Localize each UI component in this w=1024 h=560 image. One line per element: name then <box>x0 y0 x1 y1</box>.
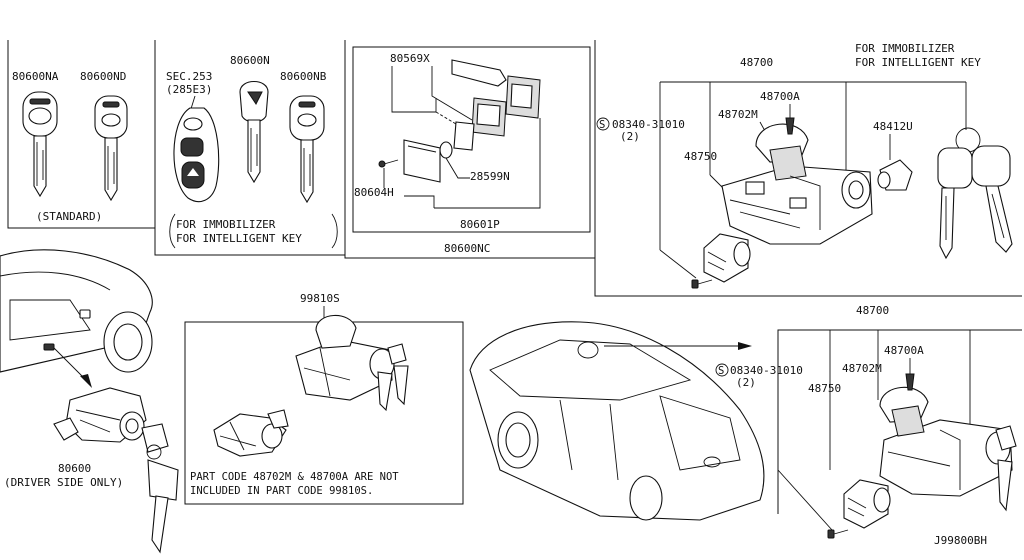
screw-part-top: 08340-31010 <box>612 118 685 131</box>
driver-door-cylinder <box>53 387 179 554</box>
door-cylinder-48750-top <box>703 233 751 283</box>
standard-keys-panel: 80600NA 80600ND (STANDARD) <box>12 70 128 223</box>
part-label-80600nd: 80600ND <box>80 70 126 83</box>
caption-standard: (STANDARD) <box>36 210 102 223</box>
section-ref-sub: (285E3) <box>166 83 212 96</box>
key-kit-panel: 80569X 28599N 80604H 80601P 80600NC <box>354 52 541 255</box>
s-mark-top: S <box>599 119 605 131</box>
part-label-80601p: 80601P <box>460 218 500 231</box>
part-label-48750-top: 48750 <box>684 150 717 163</box>
steering-lock-48700-bottom <box>879 386 1017 512</box>
part-label-48702m-top: 48702M <box>718 108 758 121</box>
key-80600nd <box>94 95 128 202</box>
part-label-48702m-bottom: 48702M <box>842 362 882 375</box>
note-immobilizer: FOR IMMOBILIZER <box>176 218 276 231</box>
part-label-80604h: 80604H <box>354 186 394 199</box>
part-label-48700a-top: 48700A <box>760 90 800 103</box>
part-label-80569x: 80569X <box>390 52 430 65</box>
emergency-key-blade <box>451 59 507 87</box>
part-label-48700a-bottom: 48700A <box>884 344 924 357</box>
door-cylinder-48750-bottom <box>843 479 891 529</box>
bottom-right-lock-panel: 48700 48700A 48702M 48750 S 08340-31010 … <box>715 304 1017 539</box>
part-label-48750-bottom: 48750 <box>808 382 841 395</box>
note-intelligent-key-tr: FOR INTELLIGENT KEY <box>855 56 981 69</box>
section-ref-label: SEC.253 <box>166 70 212 83</box>
part-label-28599n: 28599N <box>470 170 510 183</box>
intelligent-key-fob <box>173 107 220 203</box>
set-note-line-1: PART CODE 48702M & 48700A ARE NOT <box>190 471 399 483</box>
note-immobilizer-tr: FOR IMMOBILIZER <box>855 42 955 55</box>
ignition-knob-48412u <box>877 159 913 191</box>
part-label-80600nb: 80600NB <box>280 70 327 83</box>
part-label-99810s: 99810S <box>300 292 340 305</box>
car-side-view <box>0 249 153 388</box>
diagram-code: J99800BH <box>934 534 987 547</box>
part-label-48700-bottom: 48700 <box>856 304 889 317</box>
part-label-80600n: 80600N <box>230 54 270 67</box>
screw-part-bottom: 08340-31010 <box>730 364 803 377</box>
key-pair-top <box>937 127 1013 260</box>
s-mark-bottom: S <box>718 365 724 377</box>
lock-screw-48700a-bottom <box>905 373 915 391</box>
screw-qty-top: (2) <box>620 130 640 143</box>
lock-set-panel: 99810S PART CODE 48702M & 48700A ARE NOT… <box>190 292 409 497</box>
mounting-screw-top <box>691 279 713 289</box>
case-screw <box>378 159 399 168</box>
set-note-line-2: INCLUDED IN PART CODE 99810S. <box>190 485 373 497</box>
part-label-48700-top: 48700 <box>740 56 773 69</box>
o-ring <box>439 141 453 159</box>
mounting-screw-bottom <box>827 529 849 539</box>
set-steering-lock <box>295 314 409 412</box>
caption-driver-side: (DRIVER SIDE ONLY) <box>4 476 123 489</box>
key-80600na <box>22 91 58 198</box>
screw-qty-bottom: (2) <box>736 376 756 389</box>
car-rear-view <box>469 321 765 521</box>
transponder-chip <box>453 121 475 151</box>
part-label-80600: 80600 <box>58 462 91 475</box>
key-80600n <box>239 80 269 184</box>
part-label-80600na: 80600NA <box>12 70 59 83</box>
steering-lock-48700-top <box>721 123 873 245</box>
key-80600nb <box>289 95 325 204</box>
part-label-80600nc: 80600NC <box>444 242 490 255</box>
intelligent-keys-panel: SEC.253 (285E3) 80600N 80600NB <box>166 54 338 249</box>
set-door-cylinder <box>213 409 289 457</box>
part-label-48412u: 48412U <box>873 120 913 133</box>
top-right-lock-panel: FOR IMMOBILIZER FOR INTELLIGENT KEY 4870… <box>596 42 1013 289</box>
note-intelligent-key: FOR INTELLIGENT KEY <box>176 232 302 245</box>
lock-screw-48700a-top <box>785 117 795 135</box>
